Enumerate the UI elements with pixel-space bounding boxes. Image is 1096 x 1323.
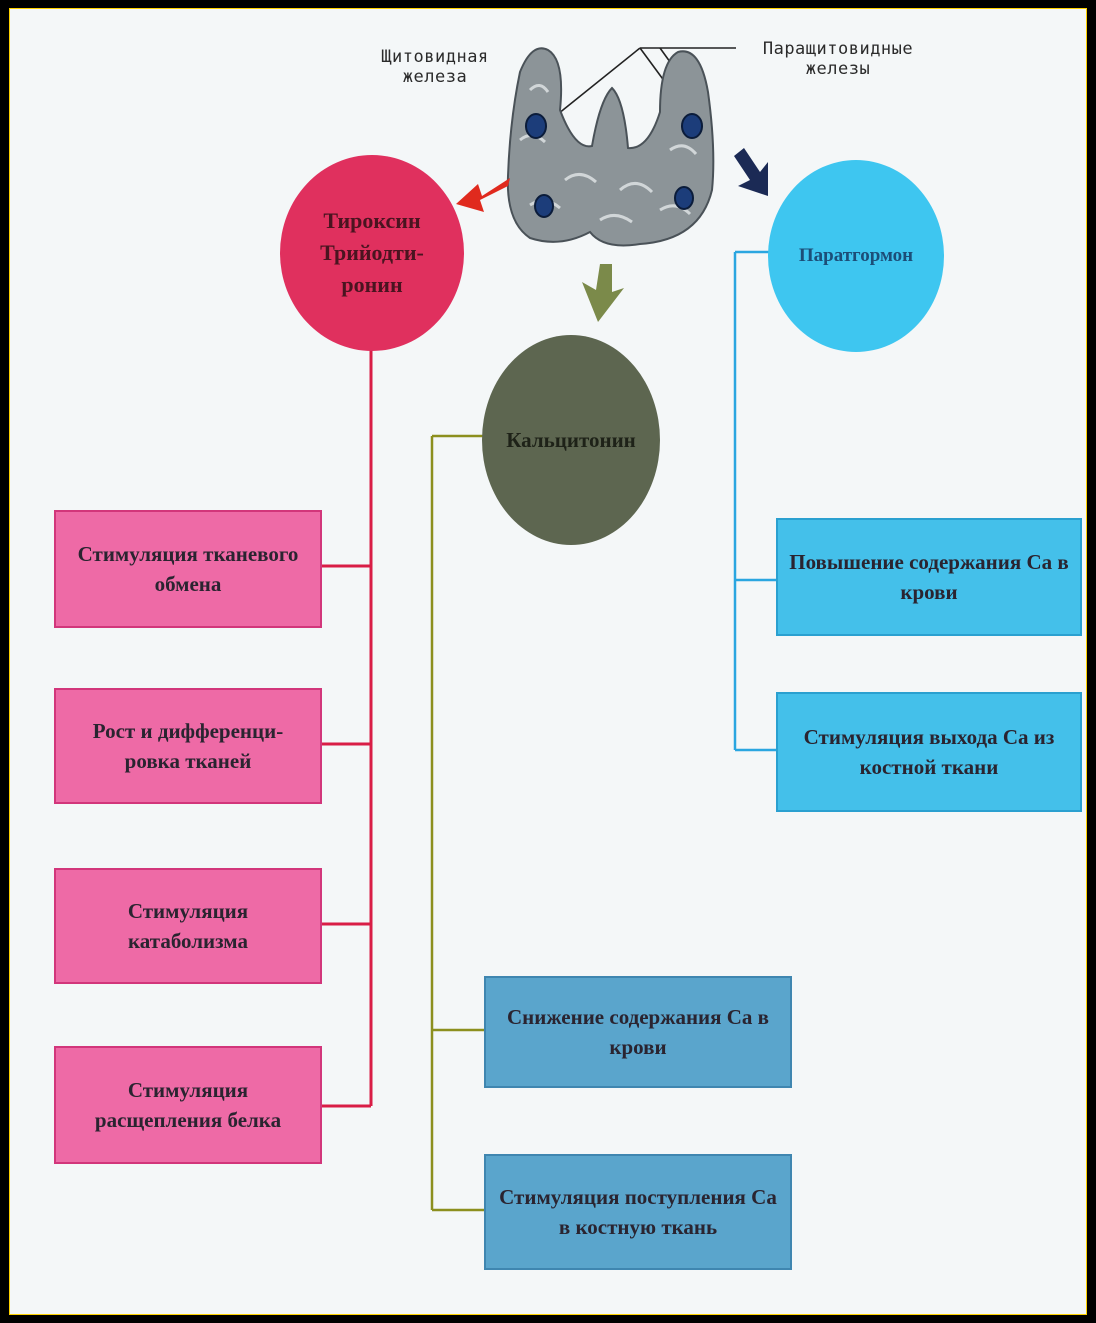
thyroid-gland-illustration	[506, 47, 715, 247]
effect-box-calcium-from-bone: Стимуляция выхода Са из костной ткани	[776, 692, 1082, 812]
effect-box-tissue-growth: Рост и дифференци-ровка тканей	[54, 688, 322, 804]
parathyroid-label: Паращитовидные железы	[762, 39, 914, 79]
calcitonin-connectors	[430, 434, 484, 1212]
arrow-down-icon	[582, 264, 624, 322]
effect-box-raise-calcium: Повышение содержания Са в крови	[776, 518, 1082, 636]
effect-box-calcium-to-bone: Стимуляция поступления Са в костную ткан…	[484, 1154, 792, 1270]
thyroxine-circle: Тироксин Трийодти-ронин	[280, 155, 464, 351]
effect-box-catabolism: Стимуляция катаболизма	[54, 868, 322, 984]
thyroxine-label: Тироксин Трийодти-ронин	[320, 208, 424, 297]
calcitonin-label: Кальцитонин	[506, 427, 636, 452]
effect-box-protein-breakdown: Стимуляция расщепления белка	[54, 1046, 322, 1164]
thyroid-label: Щитовидная железа	[381, 47, 489, 87]
parathormone-circle: Паратгормон	[768, 160, 944, 352]
arrow-down-right-icon	[734, 148, 768, 196]
thyroxine-connectors	[321, 345, 373, 1108]
parathormone-connectors	[733, 250, 778, 752]
arrow-down-left-icon	[456, 178, 510, 212]
parathormone-label: Паратгормон	[798, 245, 914, 266]
effect-box-lower-calcium: Снижение содержания Са в крови	[484, 976, 792, 1088]
effect-box-tissue-metabolism: Стимуляция тканевого обмена	[54, 510, 322, 628]
calcitonin-circle: Кальцитонин	[482, 335, 660, 545]
